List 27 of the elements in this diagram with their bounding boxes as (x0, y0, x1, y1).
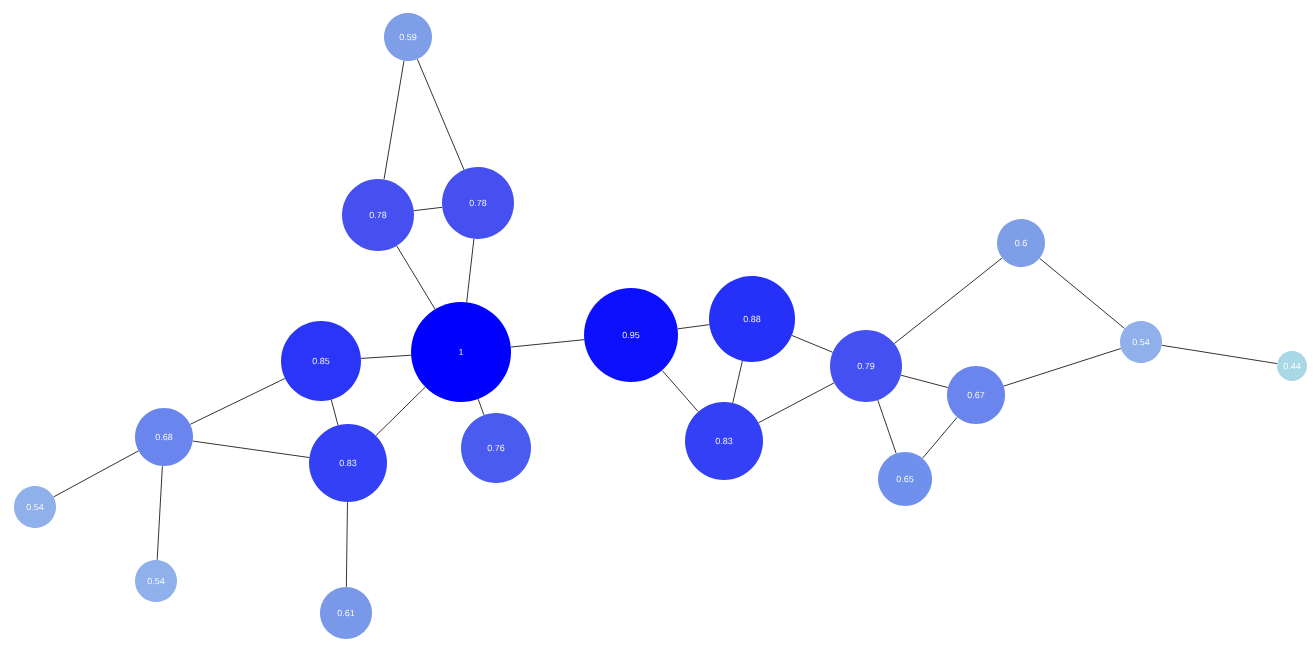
edge-line (192, 440, 310, 458)
edge-line (900, 374, 949, 388)
edge-line (383, 60, 405, 180)
edge-line (661, 370, 699, 412)
edge-line (922, 416, 958, 459)
edge-line (758, 382, 835, 424)
edge-line (189, 378, 286, 425)
edge-line (893, 257, 1003, 344)
edge-line (1039, 258, 1126, 329)
edge-line (360, 354, 412, 359)
edge-line (510, 339, 585, 348)
edge-line (877, 399, 897, 454)
edge-line (156, 465, 163, 561)
edge-line (330, 399, 339, 426)
edge-line (677, 324, 710, 330)
edge-line (477, 398, 485, 416)
edge-line (375, 386, 426, 436)
edge-line (53, 450, 139, 498)
edge-line (345, 501, 348, 588)
edge-line (413, 206, 443, 212)
edge-line (732, 360, 743, 404)
edge-line (1003, 348, 1122, 387)
edge-line (791, 335, 833, 353)
edge-line (417, 58, 465, 171)
edge-line (1161, 344, 1278, 364)
edge-line (466, 238, 475, 303)
edge-line (396, 245, 436, 310)
